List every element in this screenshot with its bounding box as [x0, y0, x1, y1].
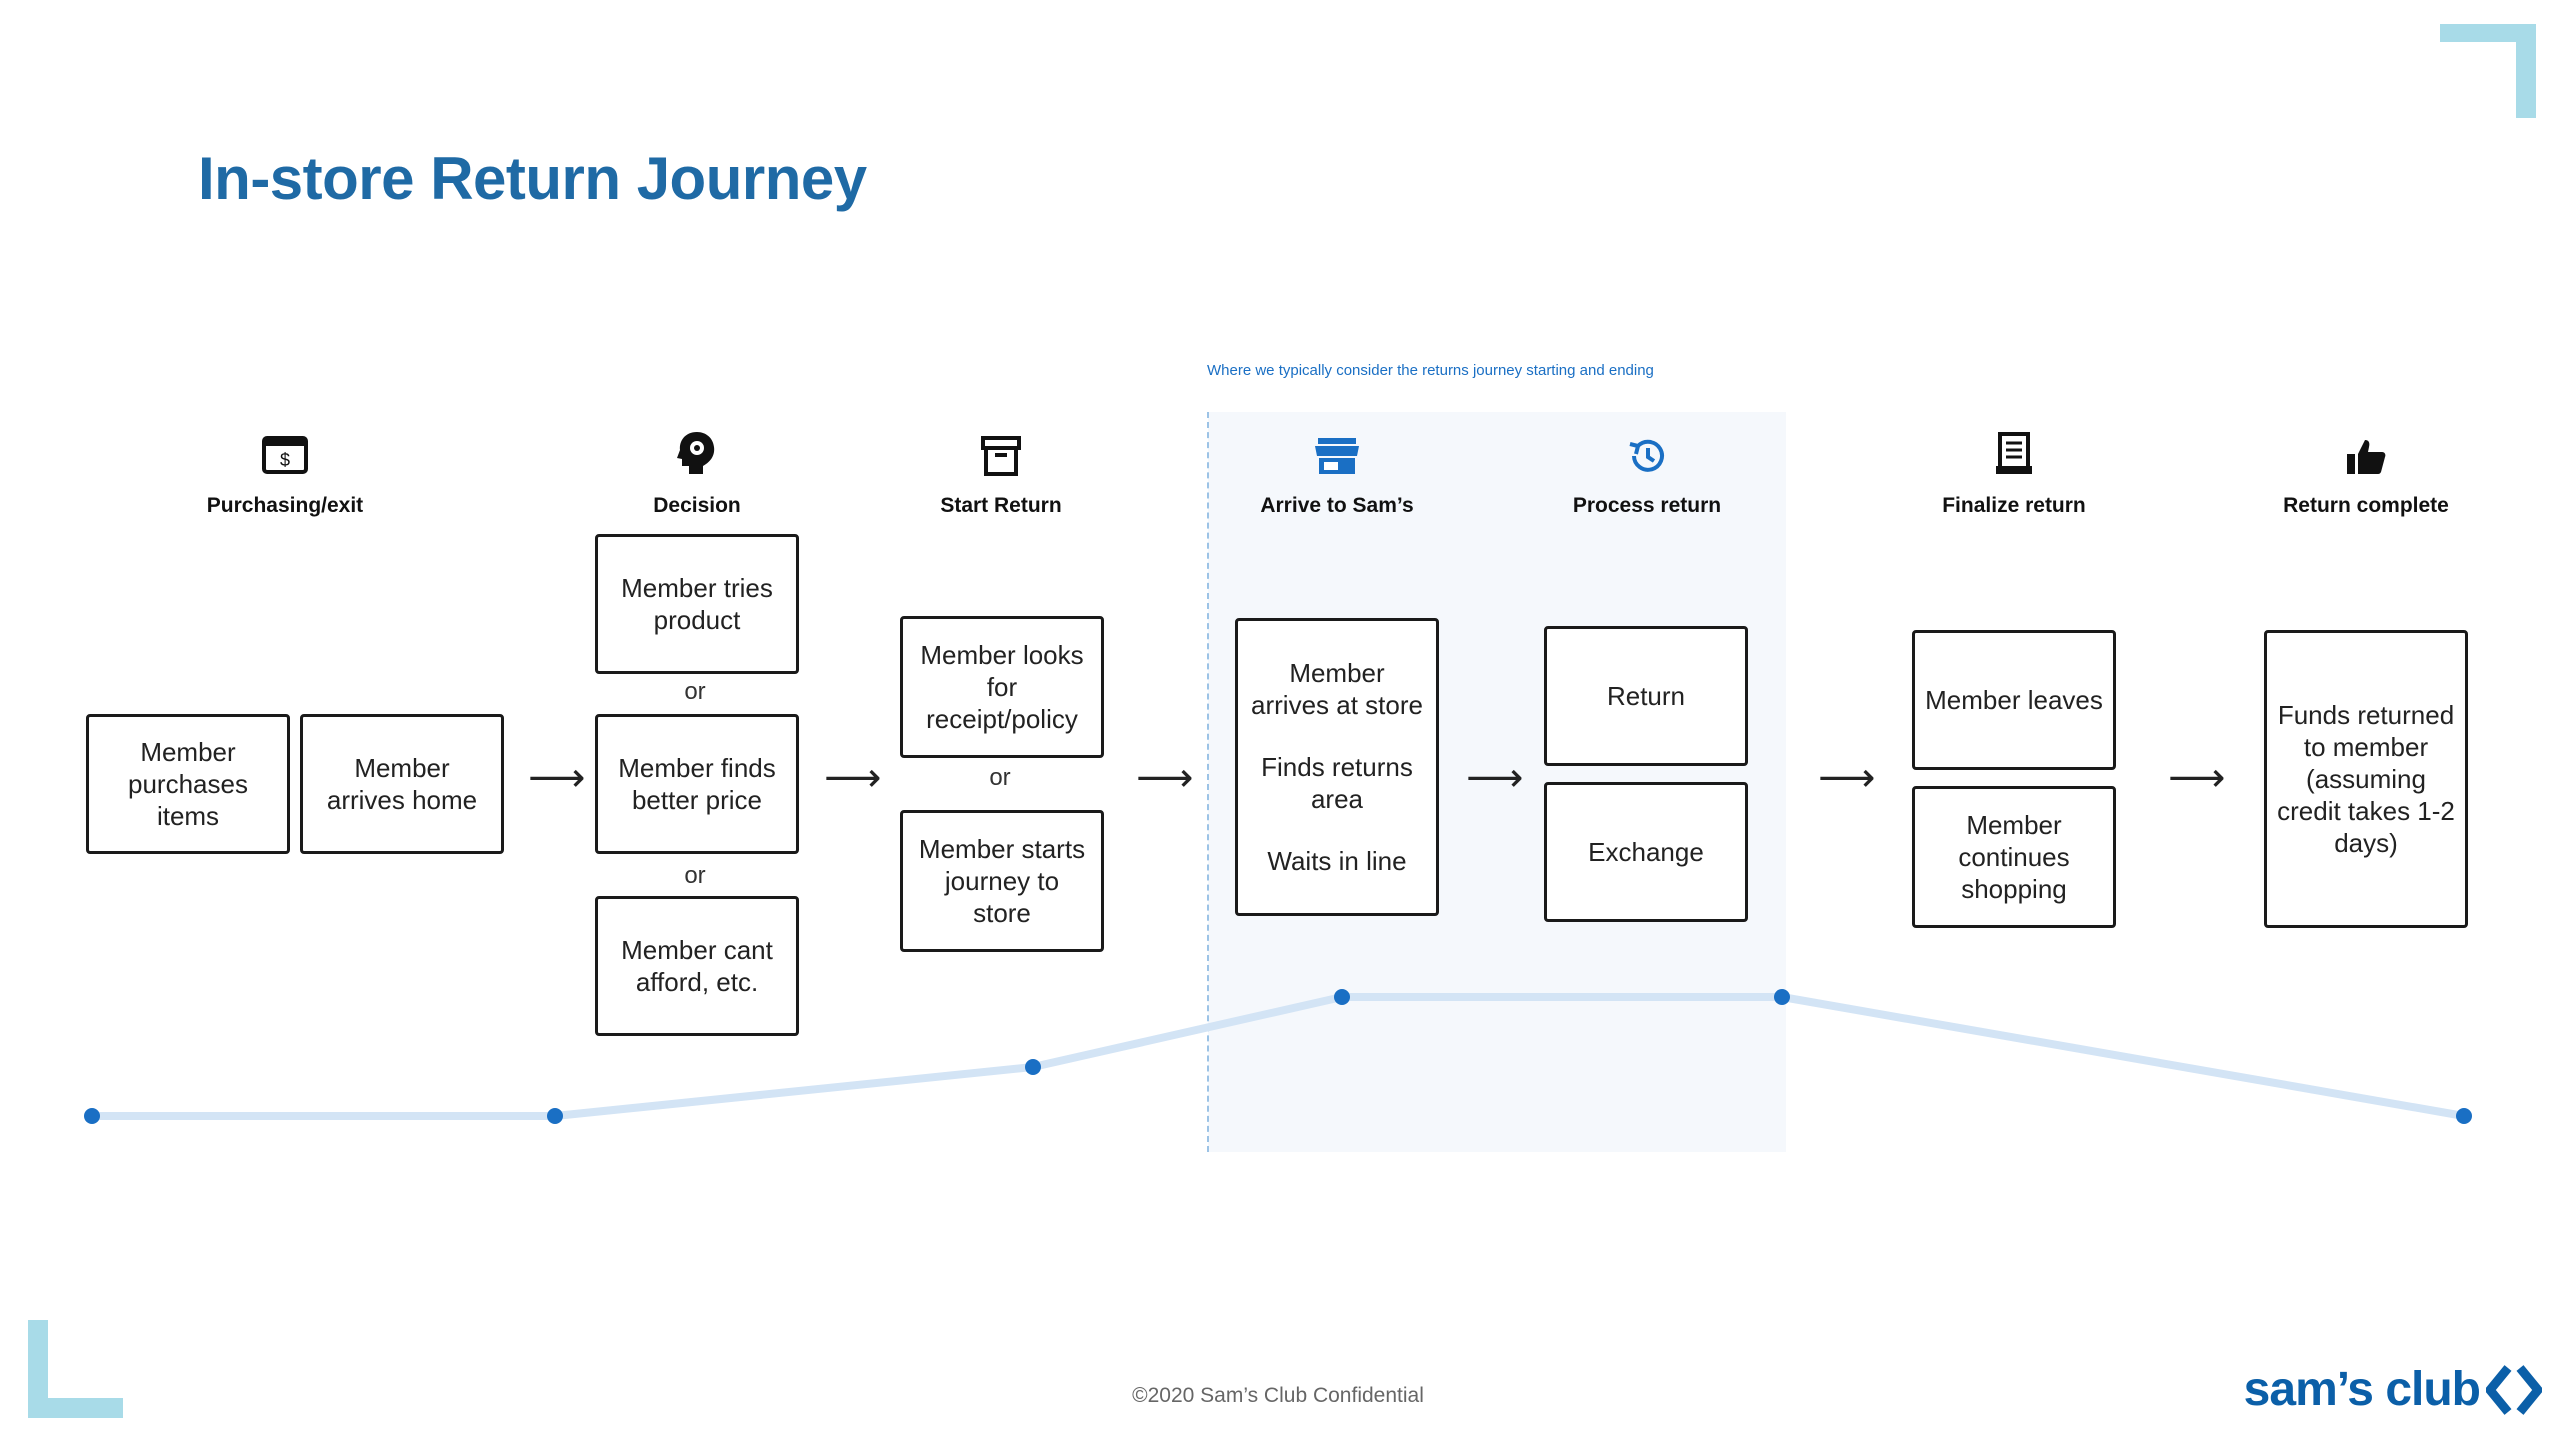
stage-label: Decision: [653, 494, 741, 517]
box-member-tries-product: Member tries product: [595, 534, 799, 674]
arrow-right: ⟶: [1466, 756, 1524, 800]
corner-bracket-bottom-left: [28, 1320, 123, 1418]
archive-box-icon: [981, 436, 1021, 476]
svg-text:$: $: [280, 450, 290, 470]
diamond-logo-icon: [2486, 1364, 2542, 1415]
head-gear-icon: [677, 432, 715, 474]
page-title: In-store Return Journey: [198, 145, 867, 212]
journey-note: Where we typically consider the returns …: [1207, 362, 1654, 379]
arrow-right: ⟶: [824, 756, 882, 800]
stage-label: Finalize return: [1942, 494, 2086, 517]
corner-bracket-top-right: [2440, 24, 2536, 118]
journey-point: [1334, 989, 1350, 1005]
logo-text: sam’s club: [2243, 1363, 2481, 1416]
box-member-arrives-home: Member arrives home: [300, 714, 504, 854]
stage-process-return: Process return: [1517, 420, 1777, 518]
thumbs-up-icon: [2347, 440, 2386, 474]
stage-label: Arrive to Sam’s: [1260, 494, 1414, 517]
stage-purchasing-exit: $ Purchasing/exit: [155, 420, 415, 518]
box-member-starts-journey: Member starts journey to store: [900, 810, 1104, 952]
stage-finalize-return: Finalize return: [1884, 420, 2144, 518]
footer-copyright: ©2020 Sam’s Club Confidential: [1132, 1384, 1424, 1407]
receipt-icon: [1996, 432, 2032, 474]
or-label: or: [684, 678, 706, 705]
stage-label: Purchasing/exit: [206, 494, 364, 517]
arrow-right: ⟶: [1818, 756, 1876, 800]
stage-label: Start Return: [940, 494, 1062, 517]
wallet-icon: $: [262, 436, 308, 474]
step-arrives-store: Member arrives at store: [1251, 658, 1423, 720]
box-member-leaves: Member leaves: [1912, 630, 2116, 770]
box-member-looks-receipt: Member looks for receipt/policy: [900, 616, 1104, 758]
step-waits-line: Waits in line: [1267, 846, 1407, 876]
journey-point: [2456, 1108, 2472, 1124]
sams-club-logo: sam’s club: [2244, 1362, 2542, 1417]
box-arrive-steps: Member arrives at store Finds returns ar…: [1235, 618, 1439, 916]
step-finds-area: Finds returns area: [1261, 752, 1413, 814]
stage-arrive: Arrive to Sam’s: [1207, 420, 1467, 518]
box-member-purchases: Member purchases items: [86, 714, 290, 854]
journey-point: [1025, 1059, 1041, 1075]
arrow-right: ⟶: [1136, 756, 1194, 800]
journey-start-divider: [1207, 412, 1209, 1152]
box-return: Return: [1544, 626, 1748, 766]
box-exchange: Exchange: [1544, 782, 1748, 922]
stage-start-return: Start Return: [871, 420, 1131, 518]
arrow-right: ⟶: [528, 756, 586, 800]
journey-point: [84, 1108, 100, 1124]
store-icon: [1315, 438, 1359, 474]
or-label: or: [684, 862, 706, 889]
journey-point: [547, 1108, 563, 1124]
stage-label: Return complete: [2283, 494, 2449, 517]
box-member-continues: Member continues shopping: [1912, 786, 2116, 928]
box-member-finds-price: Member finds better price: [595, 714, 799, 854]
arrow-right: ⟶: [2168, 756, 2226, 800]
box-funds-returned: Funds returned to member (assuming credi…: [2264, 630, 2468, 928]
history-icon: [1629, 439, 1664, 472]
stage-decision: Decision: [567, 420, 827, 518]
stage-return-complete: Return complete: [2236, 420, 2496, 518]
stage-label: Process return: [1572, 494, 1722, 517]
journey-point: [1774, 989, 1790, 1005]
box-member-cant-afford: Member cant afford, etc.: [595, 896, 799, 1036]
or-label: or: [989, 764, 1011, 791]
